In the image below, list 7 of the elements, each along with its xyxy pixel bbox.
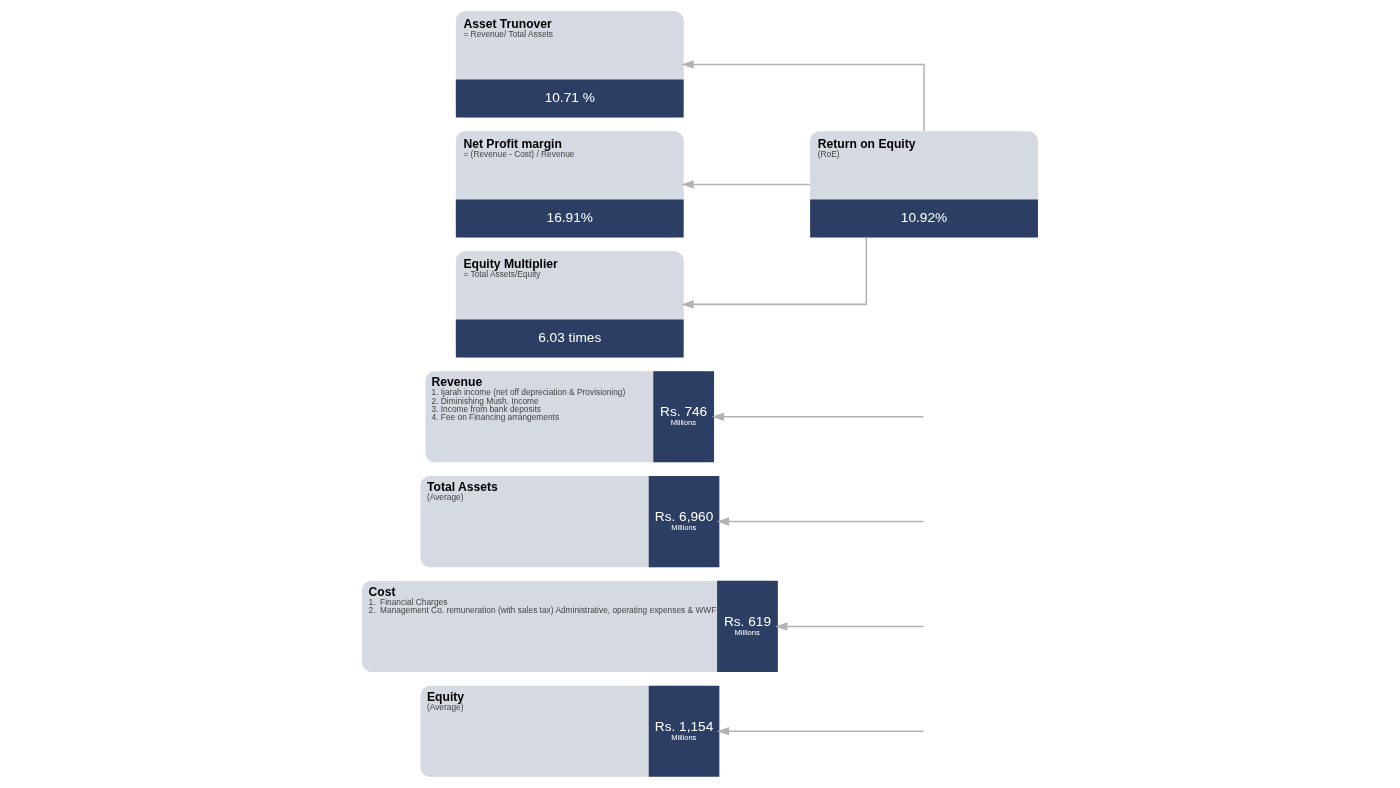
- arrow: [681, 60, 925, 132]
- arrow: [711, 412, 925, 422]
- arrow: [716, 726, 925, 736]
- arrow: [681, 236, 868, 309]
- arrow: [775, 622, 925, 631]
- arrow: [716, 517, 925, 526]
- arrow: [681, 180, 811, 189]
